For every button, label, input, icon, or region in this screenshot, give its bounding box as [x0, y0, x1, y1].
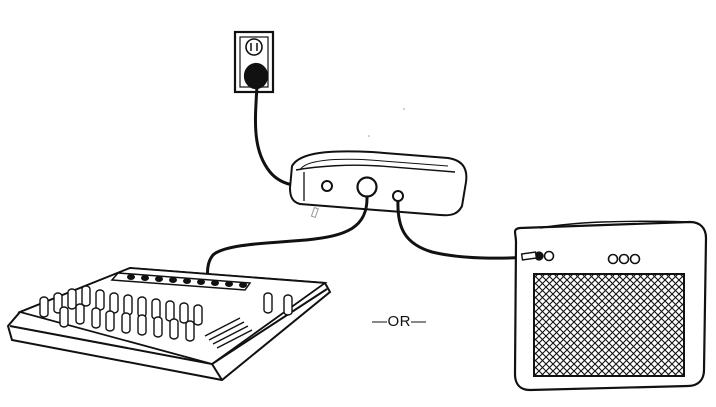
di-box-icon [288, 150, 468, 217]
amp-cable [396, 199, 531, 260]
wall-outlet-icon [233, 30, 275, 94]
or-label: —OR— [372, 313, 427, 330]
mixing-console-icon [6, 266, 332, 382]
mixer-cable [206, 195, 369, 283]
di-box-foot [310, 206, 319, 219]
guitar-amplifier-icon [513, 220, 708, 392]
